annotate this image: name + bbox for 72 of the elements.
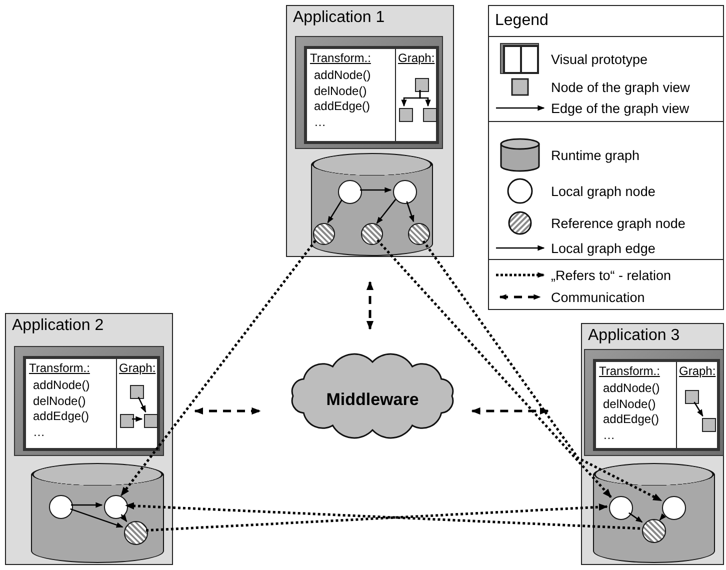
legend-text: Local graph node xyxy=(551,184,656,198)
visual-prototype xyxy=(584,349,724,456)
local-graph-node xyxy=(393,180,417,204)
graph-view-node xyxy=(685,390,699,404)
dashed-double-arrow xyxy=(471,407,549,415)
local-graph-node xyxy=(49,495,73,519)
arrow xyxy=(406,201,414,222)
dotted-arrow xyxy=(120,240,316,496)
graph-view-node xyxy=(120,414,134,428)
local-graph-node xyxy=(338,180,362,204)
reference-graph-node xyxy=(124,521,148,545)
runtime-graph-cylinder xyxy=(311,153,433,256)
cloud-label: Middleware xyxy=(325,390,420,410)
dotted-arrow xyxy=(422,240,662,502)
arrow xyxy=(327,200,342,224)
panel-heading: Transform.: xyxy=(29,361,90,375)
dotted-arrow xyxy=(125,502,640,530)
dotted-arrow xyxy=(146,503,608,532)
local-graph-node xyxy=(609,496,633,520)
legend-text: Communication xyxy=(551,290,645,304)
legend-text: Reference graph node xyxy=(551,216,686,230)
legend-text: Edge of the graph view xyxy=(551,100,690,116)
dotted-arrow xyxy=(376,239,612,498)
legend-text: Visual prototype xyxy=(551,52,648,66)
application-title: Application 1 xyxy=(293,9,385,27)
panel-heading: Graph: xyxy=(119,361,156,375)
panel-heading: Graph: xyxy=(398,51,435,65)
legend-text: „Refers to“ - relation xyxy=(551,268,672,282)
visual-prototype xyxy=(295,36,443,149)
dashed-double-arrow xyxy=(366,281,374,330)
graph-view-node xyxy=(415,78,429,92)
arrow xyxy=(70,508,124,528)
reference-graph-node xyxy=(313,223,335,245)
panel-heading: Transform.: xyxy=(310,51,371,65)
reference-graph-node xyxy=(408,223,430,245)
application-box xyxy=(581,323,724,565)
arrow xyxy=(419,90,431,107)
runtime-graph-cylinder xyxy=(593,463,715,563)
arrow xyxy=(71,502,103,508)
panel-heading: Graph: xyxy=(679,364,716,378)
application-title: Application 2 xyxy=(12,317,104,335)
visual-prototype xyxy=(14,346,164,456)
legend-text: Runtime graph xyxy=(551,148,640,162)
arrow xyxy=(376,199,396,224)
graph-view-node xyxy=(130,385,144,399)
runtime-graph-cylinder xyxy=(31,463,164,563)
arrow xyxy=(659,513,666,520)
arrow xyxy=(360,187,392,193)
dashed-double-arrow xyxy=(194,407,261,415)
reference-graph-node xyxy=(361,223,383,245)
arrow xyxy=(120,514,128,522)
method-list: addNode() delNode() addEdge() … xyxy=(603,381,665,443)
method-list: addNode() delNode() addEdge() … xyxy=(33,378,95,440)
reference-graph-node xyxy=(642,519,666,543)
graph-view-node xyxy=(702,418,716,432)
arrow xyxy=(138,396,146,413)
application-title: Application 3 xyxy=(588,327,680,345)
local-graph-node xyxy=(662,496,686,520)
local-graph-node xyxy=(104,495,128,519)
legend-text: Node of the graph view xyxy=(551,80,690,94)
arrow xyxy=(694,402,704,417)
panel-heading: Transform.: xyxy=(599,364,660,378)
graph-view-node xyxy=(423,108,437,122)
application-box xyxy=(286,5,454,257)
application-box xyxy=(5,313,173,565)
graph-view-node xyxy=(144,414,158,428)
legend-title: Legend xyxy=(495,12,548,30)
arrow xyxy=(628,512,643,523)
graph-view-node xyxy=(399,108,413,122)
method-list: addNode() delNode() addEdge() … xyxy=(314,68,376,130)
arrow xyxy=(132,416,143,422)
legend-text: Local graph edge xyxy=(551,240,656,256)
